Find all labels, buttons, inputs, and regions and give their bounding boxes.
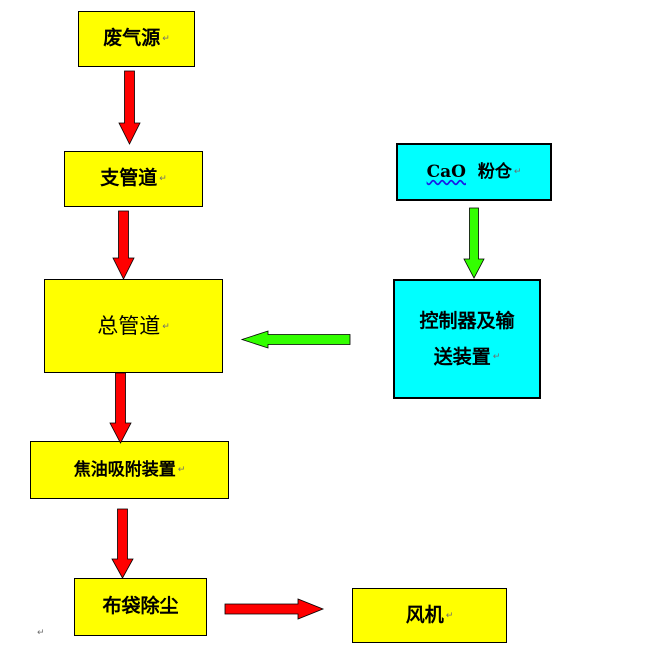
tar-adsorption-box: 焦油吸附装置↵ [30,441,229,499]
arrow-branch-to-main [112,210,135,280]
paragraph-mark-icon: ↵ [177,464,186,475]
fan-box: 风机↵ [352,588,507,643]
paragraph-mark-icon: ↵ [162,322,170,333]
tar-adsorption-label: 焦油吸附装置 [73,459,176,480]
controller-box: 控制器及输送装置↵ [393,279,541,399]
cao-bin-word: 粉仓 [477,161,512,182]
fan-label: 风机 [405,603,444,626]
cao-bin-box: CaO 粉仓↵ [396,143,552,201]
arrow-exhaust-to-branch [118,70,141,145]
main-pipe-label: 总管道 [97,313,161,338]
arrow-main-to-tar [109,372,132,444]
bag-filter-label: 布袋除尘 [102,595,179,618]
exhaust-source-label: 废气源 [103,27,161,50]
paragraph-mark-icon: ↵ [162,34,170,45]
cao-bin-formula: CaO [426,161,466,182]
controller-label-line2: 送装置 [433,346,491,368]
paragraph-mark-icon: ↵ [159,174,167,185]
branch-pipe-label: 支管道 [100,167,158,190]
arrow-tar-to-bag [111,508,134,579]
main-pipe-box: 总管道↵ [44,279,223,373]
paragraph-mark-icon: ↵ [37,628,45,638]
arrow-controller-to-main [240,330,351,349]
paragraph-mark-icon: ↵ [492,352,501,363]
bag-filter-box: 布袋除尘 [74,578,207,636]
exhaust-source-box: 废气源↵ [78,11,195,67]
paragraph-mark-icon: ↵ [513,166,522,177]
arrow-cao-to-controller [463,207,485,279]
controller-label-line1: 控制器及输 [419,309,515,332]
paragraph-mark-icon: ↵ [445,610,454,621]
branch-pipe-box: 支管道↵ [64,151,203,207]
arrow-bag-to-fan [224,598,325,620]
